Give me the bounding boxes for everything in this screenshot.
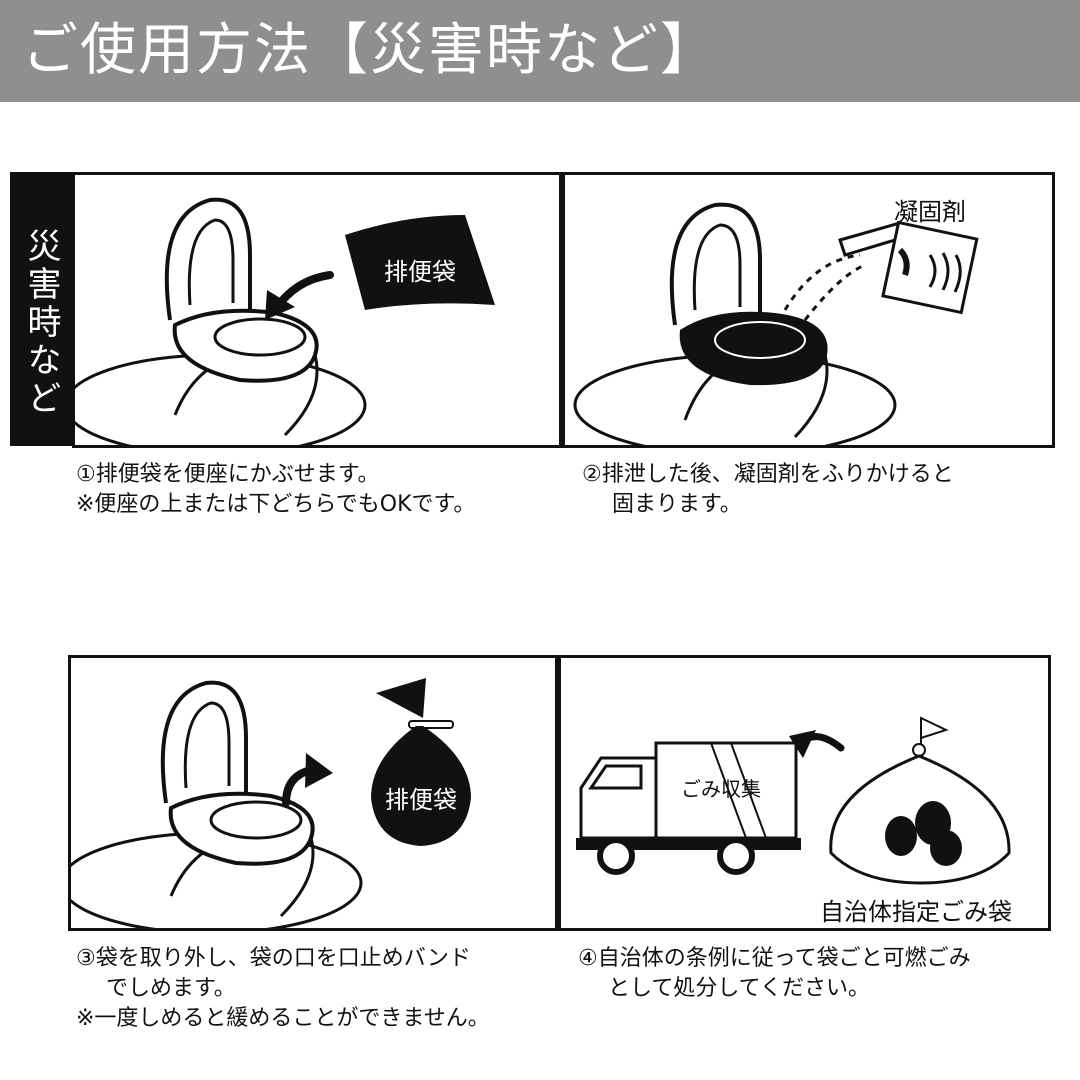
- caption-line: ②排泄した後、凝固剤をふりかけると: [582, 462, 954, 487]
- step-4-caption: ④自治体の条例に従って袋ごと可燃ごみ として処分してください。: [578, 944, 971, 1004]
- step-3-illustration: 排便袋: [68, 655, 558, 931]
- sprinkle-stream: [783, 253, 861, 311]
- truck-label: ごみ収集: [681, 777, 761, 801]
- truck-stripes: [710, 742, 767, 839]
- caption-line: ④自治体の条例に従って袋ごと可燃ごみ: [578, 946, 971, 971]
- wheel-icon: [717, 837, 755, 875]
- toilet-seat: [168, 791, 315, 866]
- garbage-bag-label: 自治体指定ごみ袋: [820, 898, 1012, 926]
- packet-lines: [928, 252, 962, 293]
- tie-bag-illustration: 排便袋: [71, 678, 471, 928]
- toilet-seat-covered: [679, 311, 828, 386]
- step-2-illustration: 凝固剤: [562, 172, 1055, 448]
- bag-knot: [912, 743, 926, 757]
- bag-label: 排便袋: [384, 258, 456, 286]
- caption-line: として処分してください。: [608, 976, 871, 1001]
- side-tab: 災害時など: [10, 172, 72, 446]
- toilet-bowl: [209, 800, 303, 840]
- truck-body: [654, 741, 798, 840]
- packet-mark: [897, 247, 910, 276]
- caption-line: ③袋を取り外し、袋の口を口止めバンド: [76, 946, 471, 971]
- caption-line: ※一度しめると緩めることができません。: [76, 1006, 490, 1031]
- small-bag-icon: [930, 830, 962, 866]
- caption-line: でしめます。: [106, 976, 236, 1001]
- bag-label: 排便袋: [385, 786, 457, 814]
- toilet-lid: [669, 202, 762, 326]
- toilet-lid-inner: [692, 223, 742, 311]
- bag-icon: [345, 215, 495, 310]
- step-3-caption: ③袋を取り外し、袋の口を口止めバンド でしめます。 ※一度しめると緩めることがで…: [76, 944, 490, 1034]
- wheel-icon: [597, 837, 635, 875]
- small-bag-icon: [885, 816, 917, 856]
- toilet-bag-illustration: 排便袋: [75, 197, 495, 445]
- arrow-icon: [305, 753, 333, 788]
- step-1-illustration: 排便袋: [72, 172, 562, 448]
- truck-window: [588, 764, 643, 790]
- toilet-lid-inner: [187, 218, 235, 306]
- step-2-caption: ②排泄した後、凝固剤をふりかけると 固まります。: [582, 460, 954, 520]
- caption-line: ①排便袋を便座にかぶせます。: [76, 462, 380, 487]
- sprinkle-stream: [803, 263, 866, 321]
- page-title: ご使用方法【災害時など】: [22, 18, 718, 83]
- coagulant-label: 凝固剤: [894, 198, 966, 226]
- tied-bag-icon: [371, 726, 471, 846]
- side-tab-label: 災害時など: [21, 228, 61, 418]
- disposal-illustration: ごみ収集 自治体指定ごみ袋: [576, 716, 1012, 926]
- bag-top-icon: [376, 678, 426, 718]
- arrow-icon: [265, 290, 295, 320]
- coagulant-packet-icon: [881, 220, 979, 315]
- caption-line: ※便座の上または下どちらでもOKです。: [76, 492, 476, 517]
- arrow-icon: [789, 730, 816, 758]
- toilet-lid: [164, 197, 252, 321]
- step-4-illustration: ごみ収集 自治体指定ごみ袋: [558, 655, 1051, 931]
- bag-flag-icon: [920, 716, 949, 740]
- bag-in-bowl: [714, 321, 806, 359]
- toilet-lid-inner: [183, 701, 231, 789]
- step-1-caption: ①排便袋を便座にかぶせます。 ※便座の上または下どちらでもOKです。: [76, 460, 475, 520]
- caption-line: 固まります。: [612, 492, 742, 517]
- coagulant-illustration: 凝固剤: [573, 198, 979, 445]
- toilet-lid: [160, 680, 248, 804]
- header-bar: ご使用方法【災害時など】: [0, 0, 1080, 102]
- toilet-bowl: [213, 317, 307, 357]
- toilet-seat: [172, 308, 319, 383]
